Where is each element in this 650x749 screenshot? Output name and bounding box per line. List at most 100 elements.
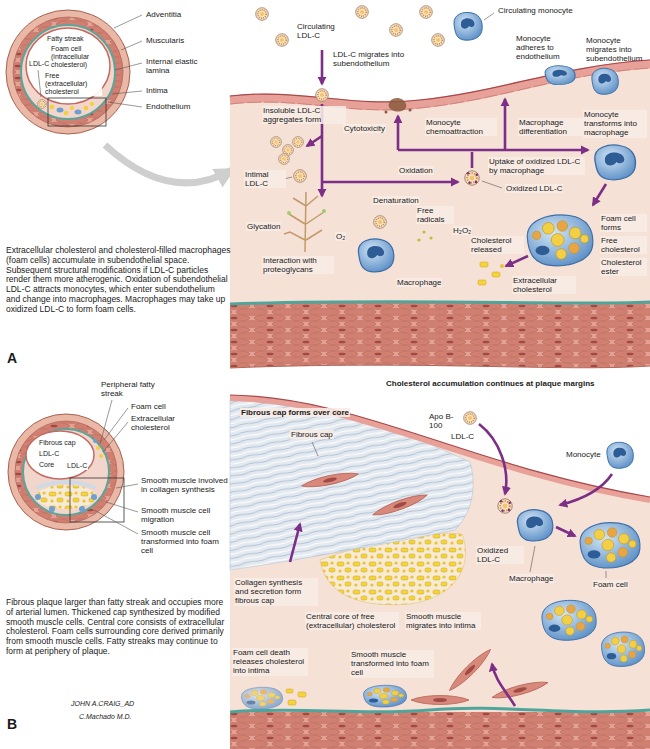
illustration-part xyxy=(560,474,612,505)
signature: C.Machado M.D. xyxy=(78,713,133,721)
illustration-part xyxy=(417,238,420,241)
part-label: Circulating monocyte xyxy=(497,6,574,15)
label-anchor: Macrophage differentiation xyxy=(518,118,588,136)
label-anchor: LDL-C xyxy=(450,432,475,441)
part-label: Circulating LDL-C xyxy=(296,22,348,40)
process-arrows xyxy=(290,424,612,706)
part-label: Core xyxy=(38,461,55,469)
step-label: Central core of free (extracellular) cho… xyxy=(305,612,399,630)
illustration-part xyxy=(312,442,318,456)
step-label: Foam cell death releases cholesterol int… xyxy=(232,648,308,676)
illustration-part xyxy=(287,211,291,215)
label-anchor: JOHN A.CRAIG_AD xyxy=(70,700,135,708)
illustration-part xyxy=(121,41,142,50)
label-anchor: Free (extracellular) cholesterol xyxy=(44,72,102,96)
part-label: Oxidized LDL-C xyxy=(476,546,524,564)
lipoproteins xyxy=(256,6,479,229)
illustration-part xyxy=(35,494,41,500)
label-anchor: Collagen synthesis and secretion form fi… xyxy=(234,578,318,606)
illustration-part xyxy=(36,482,96,488)
illustration-part xyxy=(57,108,64,113)
illustration-part xyxy=(13,17,123,127)
layer-label: Endothelium xyxy=(145,102,191,111)
illustration-part xyxy=(385,111,388,114)
layer-label: Muscularis xyxy=(145,36,185,45)
step-label: Uptake of oxidized LDL-C by macrophage xyxy=(488,157,585,175)
label-anchor: Cholesterol ester xyxy=(600,258,647,276)
illustration-part xyxy=(293,137,304,148)
illustration-part xyxy=(104,408,128,440)
illustration-part xyxy=(230,712,650,749)
illustration-part xyxy=(411,696,469,705)
heading: Fibrous cap forms over core xyxy=(240,408,350,417)
step-label: Monocyte chemoattraction xyxy=(425,118,497,136)
illustration-part xyxy=(26,431,94,479)
part-label: Foam cell xyxy=(130,402,167,411)
illustration-part xyxy=(279,154,290,165)
part-label: Free (extracellular) cholesterol xyxy=(44,72,102,96)
part-label: LDL-C xyxy=(450,432,475,441)
illustration-part xyxy=(116,484,138,488)
illustration-part xyxy=(397,116,400,150)
part-label: Free radicals xyxy=(416,206,454,224)
layer-label: Internal elastic lamina xyxy=(145,57,219,75)
label-anchor: Cholesterol accumulation continues at pl… xyxy=(385,379,595,388)
illustration-part xyxy=(374,216,387,229)
step-label: Oxidation xyxy=(398,166,434,175)
label-anchor: Foam cell death releases cholesterol int… xyxy=(232,648,308,676)
illustration-part xyxy=(471,152,474,168)
label-anchor: Extracellular cholesterol xyxy=(512,276,576,294)
label-anchor: Macrophage xyxy=(508,574,554,583)
illustration-part xyxy=(389,98,407,112)
illustration-part xyxy=(288,700,296,705)
zoom-arrow xyxy=(105,145,232,183)
illustration-part xyxy=(75,110,82,115)
illustration-part xyxy=(321,50,324,84)
illustration-part xyxy=(294,170,307,183)
illustration-part xyxy=(556,527,575,536)
illustration-part xyxy=(114,15,142,28)
label-anchor: Fibrous cap forms over core xyxy=(240,408,350,417)
illustration-part xyxy=(79,506,85,512)
signature: JOHN A.CRAIG_AD xyxy=(70,700,135,708)
illustration-part xyxy=(498,499,512,513)
label-anchor: A xyxy=(6,350,18,366)
illustration-part xyxy=(602,632,645,666)
label-anchor: Free cholesterol xyxy=(600,236,647,254)
illustration-part xyxy=(306,212,324,224)
label-anchor: Glycation xyxy=(246,222,281,231)
illustration-part xyxy=(36,485,96,509)
proteoglycan xyxy=(284,192,326,252)
label-anchor: Oxidized LDL-C xyxy=(476,546,524,564)
label-anchor: Monocyte migrates into subendothelium xyxy=(585,36,647,64)
step-label: Cholesterol released xyxy=(470,236,524,254)
part-label: Smooth muscle involved in collagen synth… xyxy=(140,476,230,494)
label-anchor: Smooth muscle cell transformed into foam… xyxy=(140,528,230,556)
intima-tissue xyxy=(230,60,650,368)
illustration-part xyxy=(289,214,305,224)
illustration-part xyxy=(286,689,293,693)
illustration-part xyxy=(409,109,412,112)
part-label: Monocyte xyxy=(565,450,602,459)
illustration-part xyxy=(593,184,606,205)
illustration-part xyxy=(15,421,117,523)
plaque-cross-section xyxy=(8,414,124,530)
illustration-part xyxy=(492,272,500,277)
illustration-part xyxy=(480,262,488,267)
artery-cross-section xyxy=(6,10,130,134)
illustration-part xyxy=(103,422,128,452)
illustration-part xyxy=(446,646,493,693)
step-label: Cytotoxicity xyxy=(343,124,386,133)
label-anchor: Uptake of oxidized LDL-C by macrophage xyxy=(488,157,585,175)
part-label: LDL-C xyxy=(28,60,50,68)
part-label: Smooth muscle cell migration xyxy=(140,506,230,524)
label-anchor: O₂ xyxy=(335,232,346,241)
label-anchor: Interaction with proteoglycans xyxy=(262,256,334,274)
label-anchor: Foam cell xyxy=(130,402,167,411)
illustration-part xyxy=(256,8,269,21)
label-anchor: Foam cell xyxy=(592,580,629,589)
illustration-part xyxy=(230,60,650,102)
label-anchor: B xyxy=(6,716,18,732)
illustration-part xyxy=(94,510,138,534)
part-label: H₂O₂ xyxy=(452,226,472,235)
